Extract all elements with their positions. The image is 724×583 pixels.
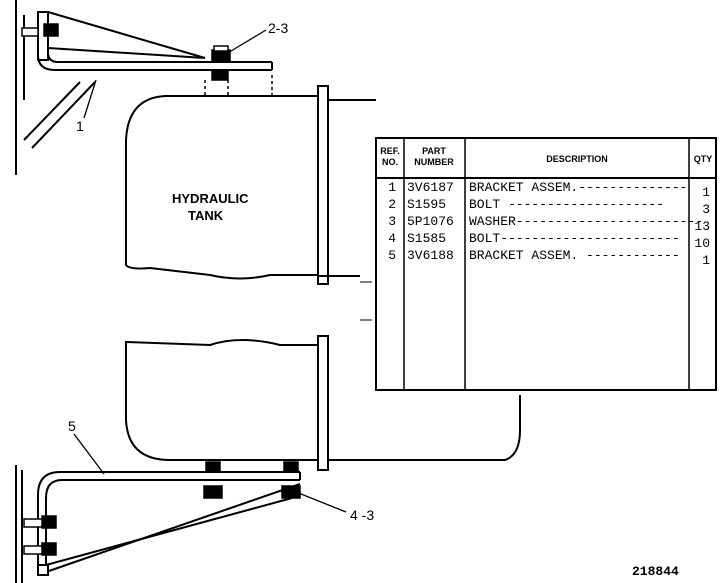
row-part-number: 3V6188	[407, 248, 454, 263]
table-row: 3 5P1076 WASHER------------------------13	[388, 214, 710, 234]
row-qty: 3	[702, 202, 710, 217]
table-row: 1 3V6187 BRACKET ASSEM.-------------- 1	[388, 180, 710, 200]
hydraulic-tank	[125, 85, 521, 471]
drawing-number: 218844	[632, 564, 679, 579]
bolt-head-icon	[281, 485, 301, 499]
row-ref: 3	[388, 214, 396, 229]
table-row: 5 3V6188 BRACKET ASSEM. ------------ 1	[388, 248, 710, 268]
row-qty: 1	[702, 253, 710, 268]
bolt-head-icon	[41, 542, 57, 556]
frame-rail	[15, 0, 25, 583]
table-row: 2 S1595 BOLT -------------------- 3	[388, 197, 710, 217]
header-part-line1: PART	[422, 146, 446, 156]
header-qty: QTY	[694, 154, 713, 164]
nut-icon	[283, 461, 299, 473]
leader-lines	[73, 29, 347, 513]
row-qty: 13	[694, 219, 710, 234]
tank-label-line1: HYDRAULIC	[172, 191, 249, 206]
row-description: BRACKET ASSEM.--------------	[469, 180, 687, 195]
row-description: WASHER------------------------	[469, 214, 703, 229]
parts-table: REF. NO. PART NUMBER DESCRIPTION QTY 1 3V…	[375, 137, 717, 391]
bolt-head-icon	[41, 515, 57, 529]
tank-label-line2: TANK	[188, 208, 224, 223]
row-description: BRACKET ASSEM. ------------	[469, 248, 680, 263]
callout-top-bracket: 1	[76, 118, 84, 134]
row-qty: 1	[702, 185, 710, 200]
row-description: BOLT --------------------	[469, 197, 664, 212]
callout-bottom-hardware: 4 -3	[350, 507, 374, 523]
callout-bottom-bracket: 5	[68, 418, 76, 434]
header-ref-line2: NO.	[382, 157, 398, 167]
row-part-number: S1585	[407, 231, 446, 246]
callout-top-hardware: 2-3	[268, 20, 288, 36]
row-ref: 2	[388, 197, 396, 212]
bolt-head-icon	[43, 23, 59, 37]
row-part-number: 3V6187	[407, 180, 454, 195]
row-qty: 10	[694, 236, 710, 251]
lower-bolt-group	[23, 461, 301, 556]
bolt-head-icon	[203, 485, 223, 499]
row-ref: 4	[388, 231, 396, 246]
row-ref: 1	[388, 180, 396, 195]
header-part-line2: NUMBER	[414, 157, 454, 167]
nut-icon	[211, 69, 229, 81]
bolt-head-icon	[211, 49, 231, 63]
upper-bolt-group	[21, 23, 273, 98]
table-row: 4 S1585 BOLT----------------------- 10	[388, 231, 710, 251]
row-description: BOLT-----------------------	[469, 231, 680, 246]
upper-bracket-assembly	[23, 11, 273, 149]
header-description: DESCRIPTION	[546, 154, 608, 164]
row-part-number: S1595	[407, 197, 446, 212]
nut-icon	[205, 461, 221, 473]
row-part-number: 5P1076	[407, 214, 454, 229]
lower-bracket-assembly	[37, 471, 301, 576]
row-ref: 5	[388, 248, 396, 263]
header-ref-line1: REF.	[380, 146, 400, 156]
